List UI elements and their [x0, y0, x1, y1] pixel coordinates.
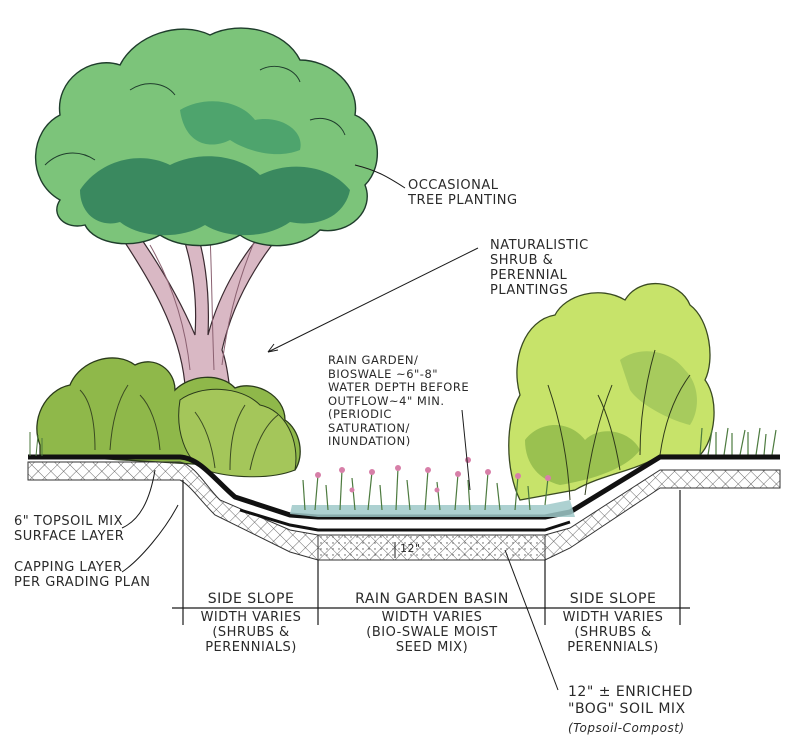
rain-garden-label-line: Outflow~4" min.: [328, 393, 445, 408]
tree-planting-label: Occasional Tree Planting: [408, 178, 518, 208]
dim-title: Rain Garden Basin: [355, 591, 509, 607]
enriched-label-line: 12" ± Enriched: [568, 684, 693, 700]
right-shrubs: [508, 283, 715, 501]
rain-garden-label-line: Saturation/: [328, 420, 410, 435]
leader-lines: [121, 164, 559, 691]
dim-title: Side Slope: [569, 591, 657, 607]
topsoil-label-line: 6" Topsoil Mix: [14, 514, 124, 529]
shrubs-label-line: Shrub &: [490, 253, 554, 268]
rain-garden-label-line: Bioswale ~6"-8": [328, 366, 439, 381]
rain-garden-label-line: (Periodic: [328, 407, 392, 421]
capping-label-line: Capping Layer: [14, 560, 123, 575]
basin-bottom-line: [239, 508, 571, 532]
topsoil-label: 6" Topsoil Mix Surface Layer: [14, 514, 124, 544]
left-shrubs: [36, 357, 301, 478]
dim-line: Width Varies: [562, 610, 664, 625]
shrubs-label-line: Naturalistic: [490, 238, 589, 253]
dim-line: Seed Mix): [395, 640, 469, 655]
shrubs-label-line: Plantings: [490, 283, 569, 298]
dim-line: (Shrubs &: [212, 625, 290, 640]
ground-section: [27, 432, 781, 561]
enriched-soil-label: 12" ± Enriched "Bog" Soil Mix (Topsoil-C…: [568, 684, 693, 737]
tree-illustration: [34, 27, 379, 391]
shrub-plantings-label: Naturalistic Shrub & Perennial Plantings: [490, 238, 589, 298]
shrubs-label-line: Perennial: [490, 268, 568, 283]
dim-line: (Shrubs &: [574, 625, 652, 640]
capping-layer-label: Capping Layer Per Grading Plan: [14, 560, 150, 590]
dim-line: Perennials): [205, 640, 297, 655]
enriched-label-line: "Bog" Soil Mix: [568, 701, 686, 717]
tree-canopy: [34, 27, 379, 247]
dim-line: Width Varies: [381, 610, 483, 625]
rain-garden-label-line: Water Depth Before: [328, 380, 470, 394]
rain-garden-label-line: Inundation): [328, 434, 411, 448]
dimension-line: [172, 480, 690, 625]
enriched-note: (Topsoil-Compost): [568, 721, 685, 735]
tree-label-line: Tree Planting: [408, 193, 518, 208]
dim-basin: Rain Garden Basin Width Varies (Bio-Swal…: [322, 591, 542, 656]
capping-label-line: Per Grading Plan: [14, 575, 151, 590]
dim-line: (Bio-Swale Moist: [366, 625, 498, 640]
dim-line: Perennials): [567, 640, 659, 655]
basin-water-plantings: [290, 457, 575, 517]
dim-left-slope: Side Slope Width Varies (Shrubs & Perenn…: [186, 591, 316, 656]
rain-garden-label-line: Rain Garden/: [328, 353, 419, 367]
right-grasses: [699, 427, 777, 456]
dim-title: Side Slope: [207, 591, 295, 607]
topsoil-label-line: Surface Layer: [14, 529, 125, 544]
rain-garden-label: Rain Garden/ Bioswale ~6"-8" Water Depth…: [328, 353, 470, 449]
depth-12-label: 12": [400, 542, 421, 555]
dim-line: Width Varies: [200, 610, 302, 625]
tree-label-line: Occasional: [408, 178, 499, 193]
dim-right-slope: Side Slope Width Varies (Shrubs & Perenn…: [548, 591, 678, 656]
